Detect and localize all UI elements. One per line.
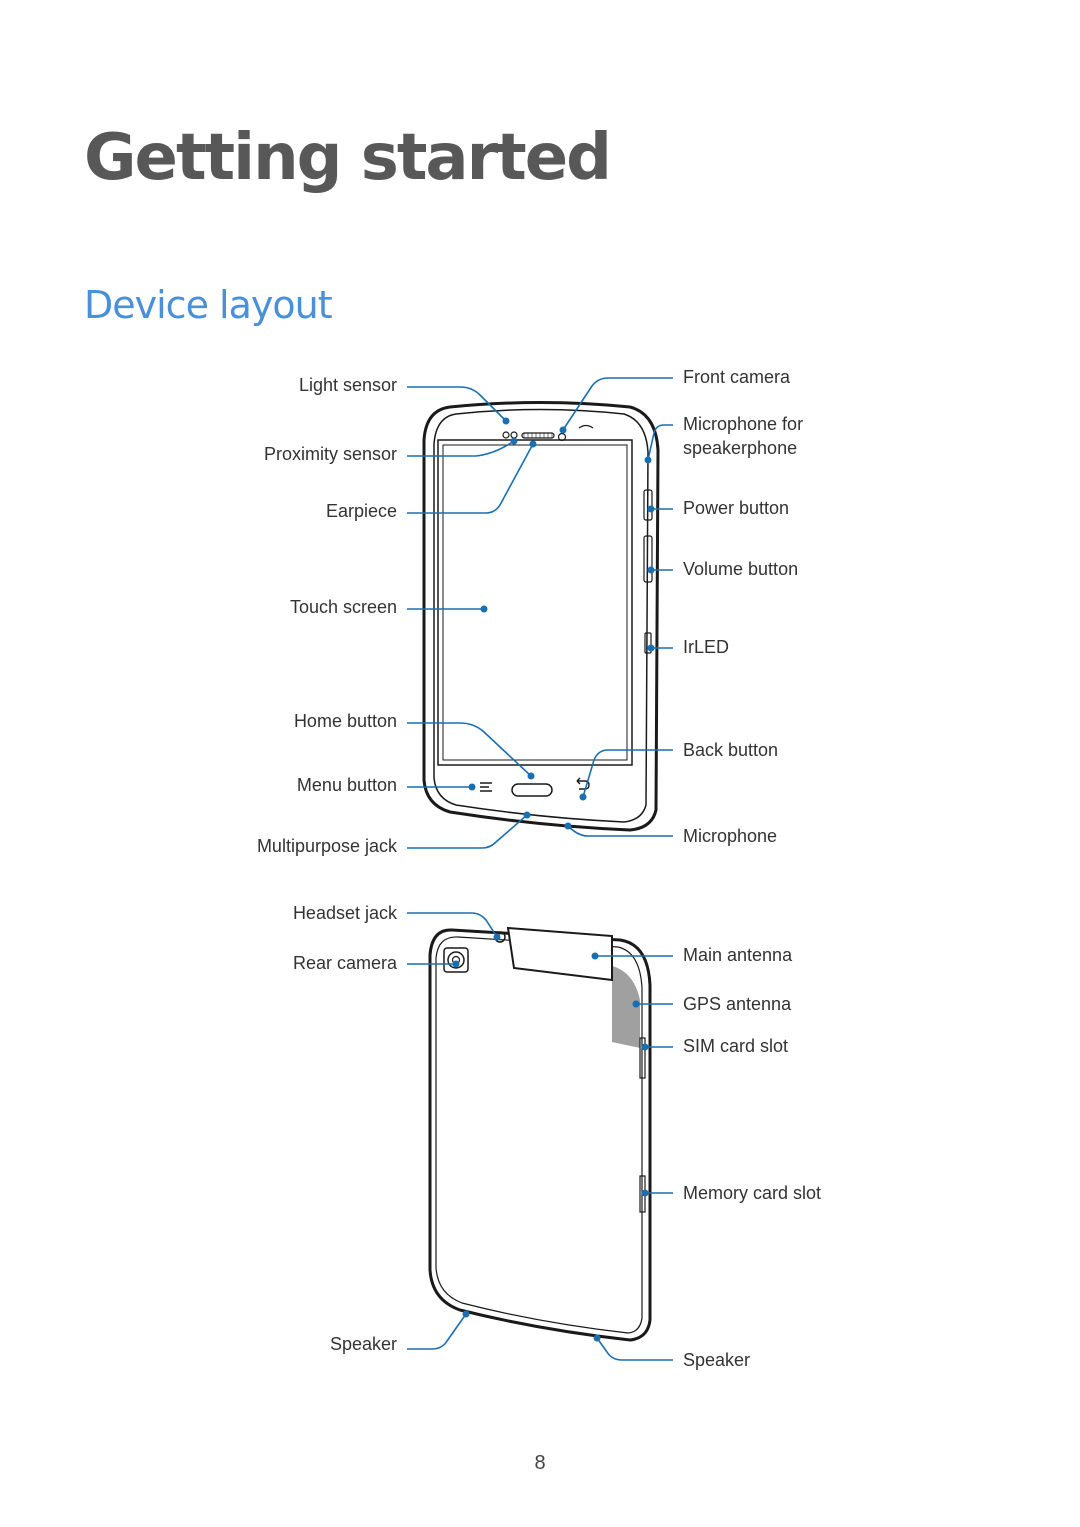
page-number: 8 <box>534 1452 546 1474</box>
volume-button <box>643 535 653 583</box>
label-rear-camera: Rear camera <box>292 953 397 973</box>
irled <box>644 632 652 654</box>
label-microphone-for: Microphone for <box>683 414 804 434</box>
label-gps-antenna: GPS antenna <box>683 994 792 1014</box>
label-sim-card-slot: SIM card slot <box>683 1036 789 1056</box>
label-power-button: Power button <box>683 498 790 518</box>
rear-device <box>428 926 652 1342</box>
touch-screen-area <box>437 439 633 766</box>
label-speaker-left: Speaker <box>329 1334 397 1354</box>
page-heading: Getting started <box>84 121 612 195</box>
label-menu-button: Menu button <box>296 775 397 795</box>
label-main-antenna: Main antenna <box>683 945 793 965</box>
callout-dots <box>452 417 655 1342</box>
label-proximity-sensor: Proximity sensor <box>263 444 397 464</box>
label-back-button: Back button <box>683 740 779 760</box>
label-speakerphone: speakerphone <box>683 438 798 458</box>
label-front-camera: Front camera <box>683 367 791 387</box>
label-memory-card-slot: Memory card slot <box>683 1183 822 1203</box>
proximity-sensor <box>510 431 518 439</box>
label-light-sensor: Light sensor <box>298 375 397 395</box>
label-microphone: Microphone <box>683 826 778 846</box>
home-button <box>511 783 553 797</box>
section-title: Device layout <box>84 283 333 327</box>
label-irled: IrLED <box>683 637 730 657</box>
label-earpiece: Earpiece <box>325 501 397 521</box>
label-multipurpose-jack: Multipurpose jack <box>256 836 397 856</box>
back-icon <box>576 777 590 790</box>
front-device <box>422 401 660 832</box>
main-antenna-area <box>506 926 613 982</box>
gps-antenna-area <box>612 966 640 1048</box>
label-headset-jack: Headset jack <box>292 903 397 923</box>
sim-card-slot <box>639 1037 646 1079</box>
label-touch-screen: Touch screen <box>289 597 397 617</box>
label-volume-button: Volume button <box>683 559 799 579</box>
power-button <box>643 489 653 521</box>
label-speaker-right: Speaker <box>683 1350 751 1370</box>
callout-lines <box>407 377 673 1361</box>
label-home-button: Home button <box>293 711 397 731</box>
menu-icon <box>480 782 492 792</box>
front-camera <box>557 432 567 442</box>
earpiece <box>521 432 555 439</box>
light-sensor <box>502 431 510 439</box>
